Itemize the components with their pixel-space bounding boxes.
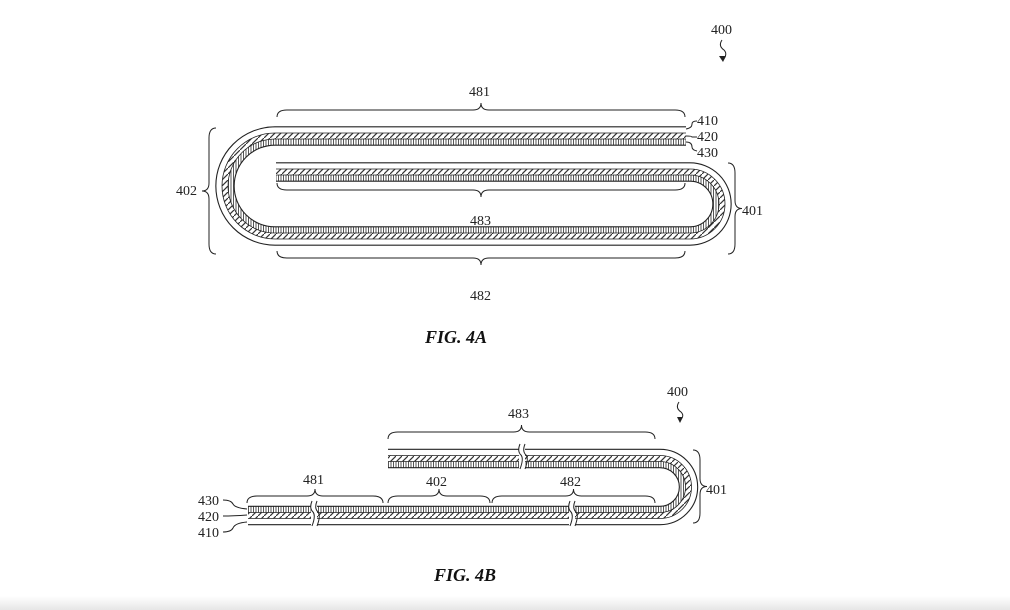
layer-420	[248, 455, 692, 519]
brace-402-b	[387, 488, 491, 504]
brace-402	[201, 127, 217, 255]
label-481: 481	[469, 85, 490, 100]
brace-483-b	[387, 424, 656, 440]
leader-420-b	[222, 514, 248, 517]
leader-410	[685, 120, 698, 130]
label-420-b: 420	[198, 510, 219, 525]
layer-430	[248, 461, 686, 513]
label-483: 483	[470, 214, 491, 229]
label-401-b: 401	[706, 483, 727, 498]
ref-400-label: 400	[711, 23, 732, 38]
brace-483	[276, 182, 686, 198]
label-401: 401	[742, 204, 763, 219]
figure-4a-caption: FIG. 4A	[424, 327, 487, 347]
label-402: 402	[176, 184, 197, 199]
layer-410	[248, 449, 698, 525]
brace-482	[276, 250, 686, 266]
label-410: 410	[697, 114, 718, 129]
break-mark-line	[518, 443, 523, 470]
ref-400-label-b: 400	[667, 385, 688, 400]
brace-481	[276, 102, 686, 118]
arrowhead-icon-b	[677, 417, 683, 423]
label-430: 430	[697, 146, 718, 161]
leader-430	[685, 141, 698, 152]
label-482: 482	[470, 289, 491, 304]
brace-482-b	[491, 488, 656, 504]
layer-430	[228, 139, 719, 233]
leader-420	[685, 135, 697, 138]
break-mark-line	[568, 500, 573, 527]
label-430-b: 430	[198, 494, 219, 509]
brace-401-b	[692, 449, 708, 524]
figure-4b	[246, 424, 708, 528]
break-mark-line2	[573, 500, 578, 527]
layer-410	[216, 127, 731, 245]
label-410-b: 410	[198, 526, 219, 541]
arrowhead-icon	[719, 56, 726, 62]
label-482-b: 482	[560, 475, 581, 490]
figure-4b-caption: FIG. 4B	[433, 565, 496, 585]
layer-420	[222, 133, 725, 239]
break-mark-line2	[523, 443, 528, 470]
label-481-b: 481	[303, 473, 324, 488]
brace-401	[727, 162, 743, 255]
leader-430-b	[222, 499, 248, 510]
bottom-edge	[0, 596, 1010, 610]
break-mark-line2	[315, 500, 320, 527]
label-402-b: 402	[426, 475, 447, 490]
brace-481-b	[246, 488, 384, 504]
leader-410-b	[222, 521, 248, 533]
label-483-b: 483	[508, 407, 529, 422]
break-mark-line	[310, 500, 315, 527]
figure-4a	[201, 102, 743, 266]
label-420: 420	[697, 130, 718, 145]
